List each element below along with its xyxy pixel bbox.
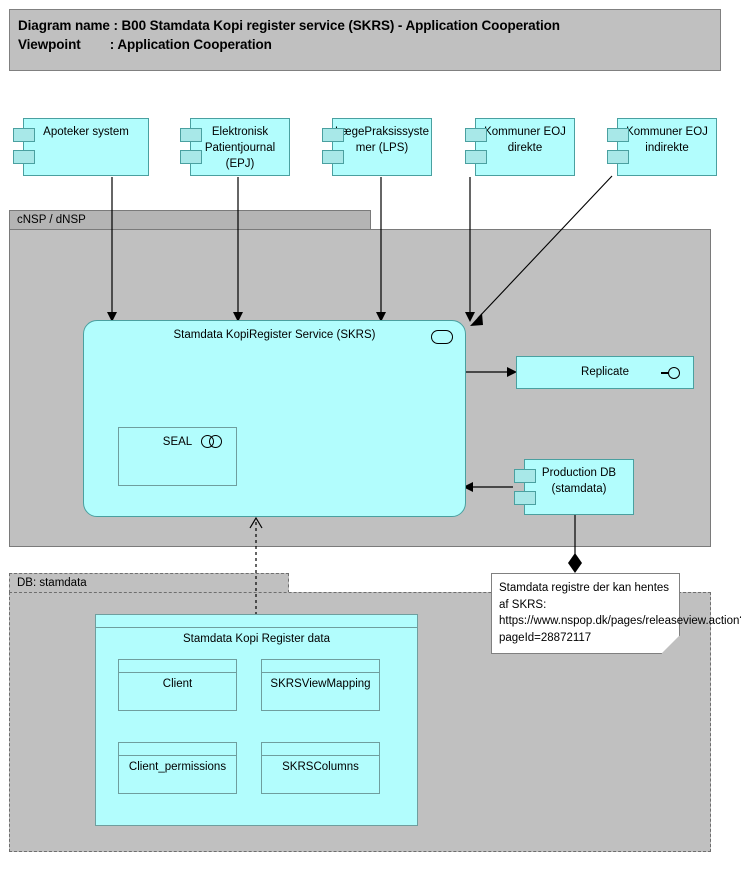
component-label: Kommuner EOJ direkte	[484, 126, 566, 154]
diagram-title-block: Diagram name : B00 Stamdata Kopi registe…	[9, 9, 721, 71]
component-label: Production DB (stamdata)	[541, 467, 617, 495]
data-object-client[interactable]: Client	[118, 659, 237, 711]
data-object-stamdata-kopi-register-data[interactable]: Stamdata Kopi Register data	[95, 614, 418, 826]
component-production-db-stamdata[interactable]: Production DB (stamdata)	[514, 459, 634, 515]
component-elektronisk-patientjournal-epj[interactable]: Elektronisk Patientjournal (EPJ)	[180, 118, 290, 176]
note-stamdata-registre[interactable]: Stamdata registre der kan hentes af SKRS…	[491, 573, 741, 654]
component-laegepraksissystemer-lps[interactable]: LægePraksissyste mer (LPS)	[322, 118, 432, 176]
application-interface-replicate[interactable]: Replicate	[516, 356, 694, 389]
data-object-skrscolumns[interactable]: SKRSColumns	[261, 742, 380, 794]
data-object-header-bar	[262, 743, 379, 756]
note-fold-corner	[661, 635, 680, 654]
component-tab-icon	[607, 128, 629, 142]
note-text: Stamdata registre der kan hentes af SKRS…	[499, 582, 741, 644]
component-label: LægePraksissyste mer (LPS)	[335, 126, 429, 154]
component-tab-icon	[514, 469, 536, 483]
data-object-label: Client_permissions	[128, 761, 227, 773]
component-apoteker-system[interactable]: Apoteker system	[13, 118, 149, 176]
component-tab-icon	[465, 128, 487, 142]
component-tab-icon	[322, 150, 344, 164]
component-kommuner-eoj-direkte[interactable]: Kommuner EOJ direkte	[465, 118, 575, 176]
data-object-label: Client	[162, 678, 193, 690]
application-service-skrs[interactable]: Stamdata KopiRegister Service (SKRS)	[83, 320, 466, 517]
component-tab-icon	[514, 491, 536, 505]
group-db-stamdata-label: DB: stamdata	[9, 573, 289, 593]
component-kommuner-eoj-indirekte[interactable]: Kommuner EOJ indirekte	[607, 118, 717, 176]
application-interface-icon	[661, 367, 683, 379]
data-object-label: SKRSColumns	[282, 761, 359, 773]
group-cnsp-dnsp-label: cNSP / dNSP	[9, 210, 371, 230]
application-collaboration-icon	[201, 435, 225, 449]
application-interface-label: Replicate	[581, 366, 629, 378]
component-label: Apoteker system	[43, 126, 129, 138]
data-object-header-bar	[262, 660, 379, 673]
data-object-label: SKRSViewMapping	[270, 678, 371, 690]
data-object-label: Stamdata Kopi Register data	[182, 633, 331, 645]
viewpoint-line: Viewpoint : Application Cooperation	[18, 37, 272, 52]
data-object-header-bar	[119, 743, 236, 756]
component-tab-icon	[180, 128, 202, 142]
data-object-header-bar	[119, 660, 236, 673]
data-object-skrsviewmapping[interactable]: SKRSViewMapping	[261, 659, 380, 711]
application-collaboration-seal[interactable]: SEAL	[118, 427, 237, 486]
component-label: Elektronisk Patientjournal (EPJ)	[204, 126, 276, 170]
component-tab-icon	[607, 150, 629, 164]
component-tab-icon	[465, 150, 487, 164]
data-object-header-bar	[96, 615, 417, 628]
component-tab-icon	[13, 150, 35, 164]
application-service-icon	[431, 330, 453, 344]
application-collaboration-label: SEAL	[162, 436, 193, 448]
component-tab-icon	[322, 128, 344, 142]
data-object-client-permissions[interactable]: Client_permissions	[118, 742, 237, 794]
component-tab-icon	[180, 150, 202, 164]
diagram-name-line: Diagram name : B00 Stamdata Kopi registe…	[18, 18, 560, 33]
application-service-label: Stamdata KopiRegister Service (SKRS)	[173, 329, 376, 341]
component-label: Kommuner EOJ indirekte	[626, 126, 708, 154]
component-tab-icon	[13, 128, 35, 142]
